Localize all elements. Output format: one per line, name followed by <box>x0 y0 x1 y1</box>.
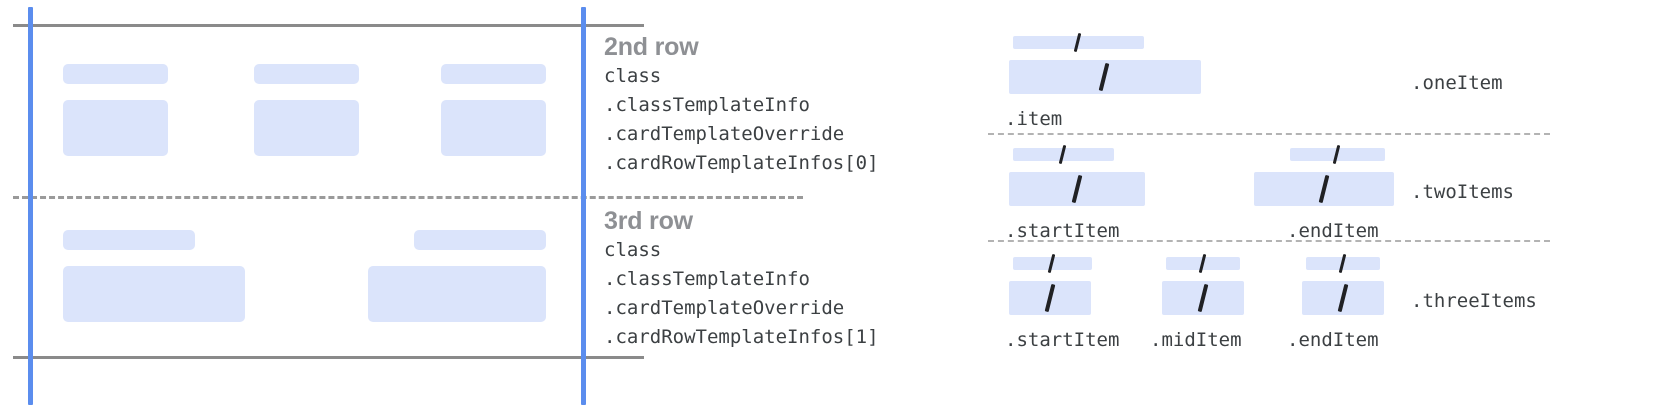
slash-icon <box>1071 174 1083 204</box>
card-row-grid-preview <box>0 0 803 412</box>
annotation-2nd-row: 2nd row class .classTemplateInfo .cardTe… <box>604 32 879 178</box>
two-items-start-title-placeholder <box>1013 144 1114 165</box>
annotation-2nd-row-line-1: class <box>604 65 662 87</box>
three-items-start-body-placeholder <box>1009 281 1091 315</box>
two-items-end-body-placeholder <box>1254 172 1394 206</box>
two-items-start-body-placeholder <box>1009 172 1145 206</box>
one-item-layout-label: .oneItem <box>1411 72 1503 94</box>
grid-row-2-cell-2-body-placeholder <box>254 100 359 156</box>
slash-icon <box>1073 32 1082 53</box>
two-items-end-label: .endItem <box>1287 220 1379 242</box>
item-layout-two-items: .startItem .endItem .twoItems <box>0 133 1676 242</box>
annotation-3rd-row-title: 3rd row <box>604 207 693 235</box>
grid-row-2-cell-1-body-placeholder <box>63 100 168 156</box>
slash-icon <box>1332 144 1341 165</box>
item-layout-separator-1 <box>988 133 1550 135</box>
grid-bottom-guide-line <box>13 356 644 359</box>
grid-top-guide-line <box>13 24 644 27</box>
annotation-3rd-row-line-1: class <box>604 239 662 261</box>
slash-icon <box>1338 253 1347 274</box>
item-layout-one-item: .item .oneItem <box>0 0 1676 130</box>
grid-row-3-cell-2-body-placeholder <box>368 266 546 322</box>
three-items-layout-label: .threeItems <box>1411 290 1537 312</box>
slash-icon <box>1098 62 1110 92</box>
slash-icon <box>1047 253 1056 274</box>
slash-icon <box>1318 174 1330 204</box>
three-items-end-label: .endItem <box>1287 329 1379 351</box>
annotation-3rd-row: 3rd row class .classTemplateInfo .cardTe… <box>604 206 879 352</box>
grid-row-divider-line <box>13 196 803 199</box>
grid-row-3-cell-2-title-placeholder <box>414 230 546 250</box>
three-items-start-title-placeholder <box>1013 253 1092 274</box>
one-item-title-placeholder <box>1013 32 1144 53</box>
item-layout-separator-2 <box>988 240 1550 242</box>
grid-row-3 <box>0 196 660 360</box>
grid-row-2-cell-3-body-placeholder <box>441 100 546 156</box>
slash-icon <box>1058 144 1067 165</box>
two-items-start-label: .startItem <box>1005 220 1120 242</box>
one-item-body-placeholder <box>1009 60 1201 94</box>
three-items-mid-body-placeholder <box>1162 281 1244 315</box>
three-items-end-body-placeholder <box>1302 281 1384 315</box>
grid-row-2-cell-1-title-placeholder <box>63 64 168 84</box>
one-item-label: .item <box>1005 108 1063 130</box>
annotation-3rd-row-line-4: .cardRowTemplateInfos[1] <box>604 326 879 348</box>
slash-icon <box>1197 283 1209 313</box>
slash-icon <box>1337 283 1349 313</box>
three-items-mid-label: .midItem <box>1150 329 1242 351</box>
grid-row-3-cell-1-body-placeholder <box>63 266 245 322</box>
two-items-layout-label: .twoItems <box>1411 181 1514 203</box>
three-items-start-label: .startItem <box>1005 329 1120 351</box>
grid-row-3-cell-1-title-placeholder <box>63 230 195 250</box>
grid-left-edge-guide <box>28 7 33 405</box>
annotation-3rd-row-line-3: .cardTemplateOverride <box>604 297 845 319</box>
item-layout-three-items: .startItem .midItem .endItem .threeItems <box>0 240 1676 356</box>
annotation-2nd-row-line-2: .classTemplateInfo <box>604 94 810 116</box>
grid-row-2-cell-3-title-placeholder <box>441 64 546 84</box>
grid-row-2-cell-2-title-placeholder <box>254 64 359 84</box>
three-items-end-title-placeholder <box>1306 253 1380 274</box>
slash-icon <box>1198 253 1207 274</box>
grid-row-2 <box>0 0 660 196</box>
three-items-mid-title-placeholder <box>1166 253 1240 274</box>
annotation-2nd-row-line-4: .cardRowTemplateInfos[0] <box>604 152 879 174</box>
annotation-3rd-row-line-2: .classTemplateInfo <box>604 268 810 290</box>
slash-icon <box>1044 283 1056 313</box>
grid-right-edge-guide <box>581 7 586 405</box>
annotation-2nd-row-title: 2nd row <box>604 33 699 61</box>
annotation-2nd-row-line-3: .cardTemplateOverride <box>604 123 845 145</box>
two-items-end-title-placeholder <box>1290 144 1385 165</box>
